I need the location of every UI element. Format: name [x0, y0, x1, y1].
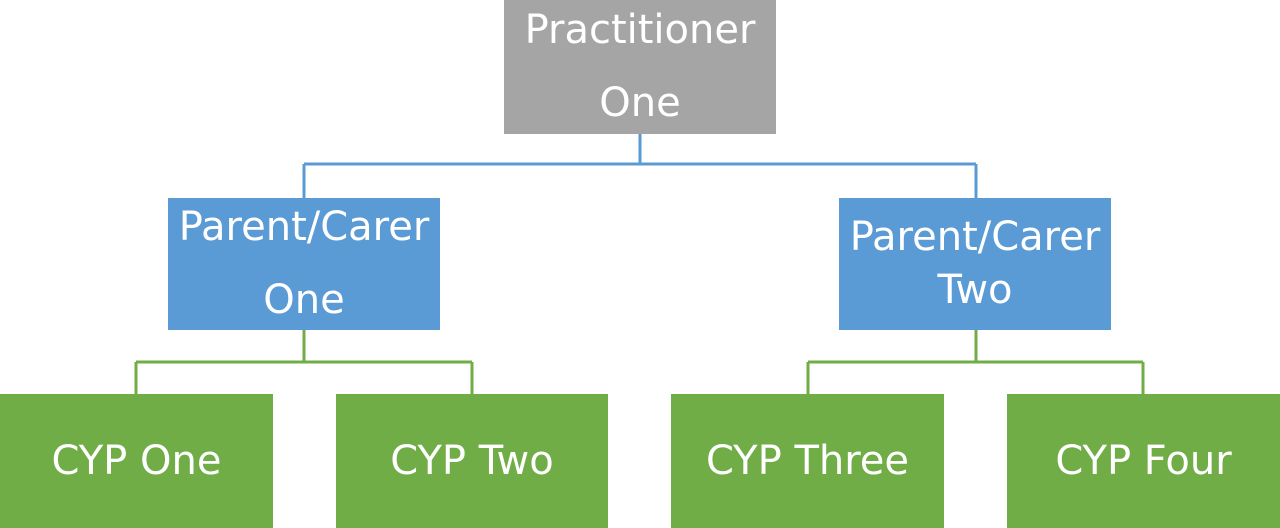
parent-carer-two-node: Parent/Carer Two [839, 198, 1111, 330]
cyp-four-node: CYP Four [1007, 394, 1280, 528]
cyp-three-label: CYP Three [705, 438, 910, 484]
parent-carer-two-label: Parent/Carer Two [849, 214, 1101, 313]
practitioner-label: Practitioner One [524, 7, 756, 126]
cyp-one-node: CYP One [0, 394, 273, 528]
cyp-two-label: CYP Two [390, 438, 554, 484]
parent-carer-one-label: Parent/Carer One [178, 204, 430, 323]
parent-carer-one-node: Parent/Carer One [168, 198, 440, 330]
cyp-two-node: CYP Two [336, 394, 608, 528]
root-connector [302, 134, 978, 198]
cyp-one-label: CYP One [51, 438, 222, 484]
parent-one-connector [134, 330, 474, 394]
practitioner-node: Practitioner One [504, 0, 776, 134]
cyp-four-label: CYP Four [1055, 438, 1232, 484]
parent-two-connector [806, 330, 1145, 394]
cyp-three-node: CYP Three [671, 394, 944, 528]
